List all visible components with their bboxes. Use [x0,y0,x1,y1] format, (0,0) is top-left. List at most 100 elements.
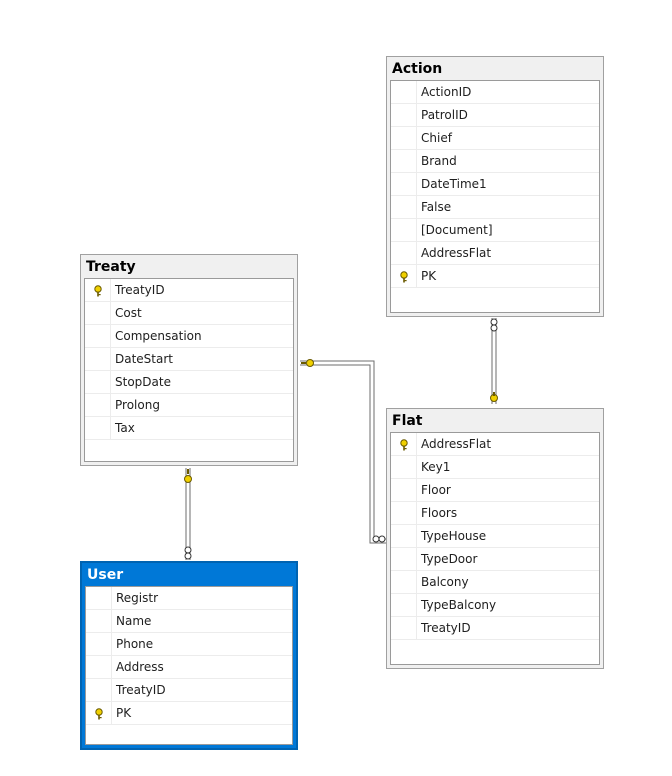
column-row[interactable]: Balcony [391,571,599,594]
column-row[interactable]: Compensation [85,325,293,348]
column-row[interactable]: TreatyID [86,679,292,702]
column-row[interactable]: DateStart [85,348,293,371]
column-row[interactable]: Floors [391,502,599,525]
relationship-action-flat[interactable] [490,318,498,404]
row-selector[interactable] [85,279,111,301]
row-selector[interactable] [391,219,417,241]
table-title[interactable]: Flat [392,413,423,429]
column-row[interactable]: TypeDoor [391,548,599,571]
row-selector[interactable] [391,127,417,149]
row-selector[interactable] [391,617,417,639]
column-row[interactable]: PK [391,265,599,288]
row-selector[interactable] [391,479,417,501]
column-name: TypeBalcony [421,598,497,612]
table-title[interactable]: User [87,567,124,583]
column-row[interactable]: Key1 [391,456,599,479]
row-selector[interactable] [391,594,417,616]
column-row[interactable]: PK [86,702,292,725]
row-selector[interactable] [85,394,111,416]
row-selector[interactable] [86,633,112,655]
column-row[interactable]: TreatyID [391,617,599,640]
column-row[interactable]: TypeHouse [391,525,599,548]
column-name: PK [116,706,132,720]
column-name: Cost [115,306,142,320]
row-selector[interactable] [86,679,112,701]
column-name: False [421,200,452,214]
column-name: PK [421,269,437,283]
column-name: ActionID [421,85,472,99]
row-selector[interactable] [391,571,417,593]
relationship-treaty-user[interactable] [184,468,192,560]
column-name: DateTime1 [421,177,487,191]
relationship-treaty-flat[interactable] [300,359,387,544]
many-end-icon [372,535,380,543]
row-selector[interactable] [86,610,112,632]
column-name: Phone [116,637,154,651]
column-row[interactable]: PatrolID [391,104,599,127]
row-selector[interactable] [391,242,417,264]
row-selector[interactable] [391,173,417,195]
table-title[interactable]: Treaty [86,259,136,275]
column-name: Prolong [115,398,160,412]
column-row[interactable]: StopDate [85,371,293,394]
column-name: Registr [116,591,159,605]
row-selector[interactable] [391,456,417,478]
column-row[interactable]: False [391,196,599,219]
column-name: AddressFlat [421,437,492,451]
column-name: Brand [421,154,457,168]
row-selector[interactable] [86,702,112,724]
column-name: PatrolID [421,108,468,122]
row-selector[interactable] [391,502,417,524]
column-row[interactable]: Phone [86,633,292,656]
column-row[interactable]: Chief [391,127,599,150]
column-row[interactable]: TreatyID [85,279,293,302]
row-selector[interactable] [391,525,417,547]
row-selector[interactable] [85,302,111,324]
many-end-icon [184,552,192,560]
column-row[interactable]: [Document] [391,219,599,242]
column-row[interactable]: Brand [391,150,599,173]
column-row[interactable]: Tax [85,417,293,440]
column-row[interactable]: Cost [85,302,293,325]
row-selector[interactable] [391,548,417,570]
column-row[interactable]: TypeBalcony [391,594,599,617]
row-selector[interactable] [391,81,417,103]
column-row[interactable]: Address [86,656,292,679]
column-name: Address [116,660,164,674]
row-selector[interactable] [391,433,417,455]
row-selector[interactable] [85,371,111,393]
column-name: Balcony [421,575,469,589]
column-row[interactable]: Prolong [85,394,293,417]
many-end-icon [490,324,498,332]
row-selector[interactable] [86,587,112,609]
column-row[interactable]: AddressFlat [391,433,599,456]
column-name: Floor [421,483,451,497]
one-end-key-icon [490,392,498,402]
table-title[interactable]: Action [392,61,443,77]
column-row[interactable]: DateTime1 [391,173,599,196]
row-selector[interactable] [86,656,112,678]
column-name: TypeHouse [421,529,487,543]
row-selector[interactable] [391,104,417,126]
row-selector[interactable] [85,348,111,370]
row-selector[interactable] [85,325,111,347]
primary-key-icon [95,708,103,720]
row-selector[interactable] [391,196,417,218]
column-row[interactable]: Name [86,610,292,633]
row-selector[interactable] [391,150,417,172]
column-row[interactable]: ActionID [391,81,599,104]
row-selector[interactable] [391,265,417,287]
column-name: TreatyID [421,621,471,635]
column-row[interactable]: Registr [86,587,292,610]
row-selector[interactable] [85,417,111,439]
column-row[interactable]: AddressFlat [391,242,599,265]
column-name: StopDate [115,375,171,389]
column-row[interactable]: Floor [391,479,599,502]
